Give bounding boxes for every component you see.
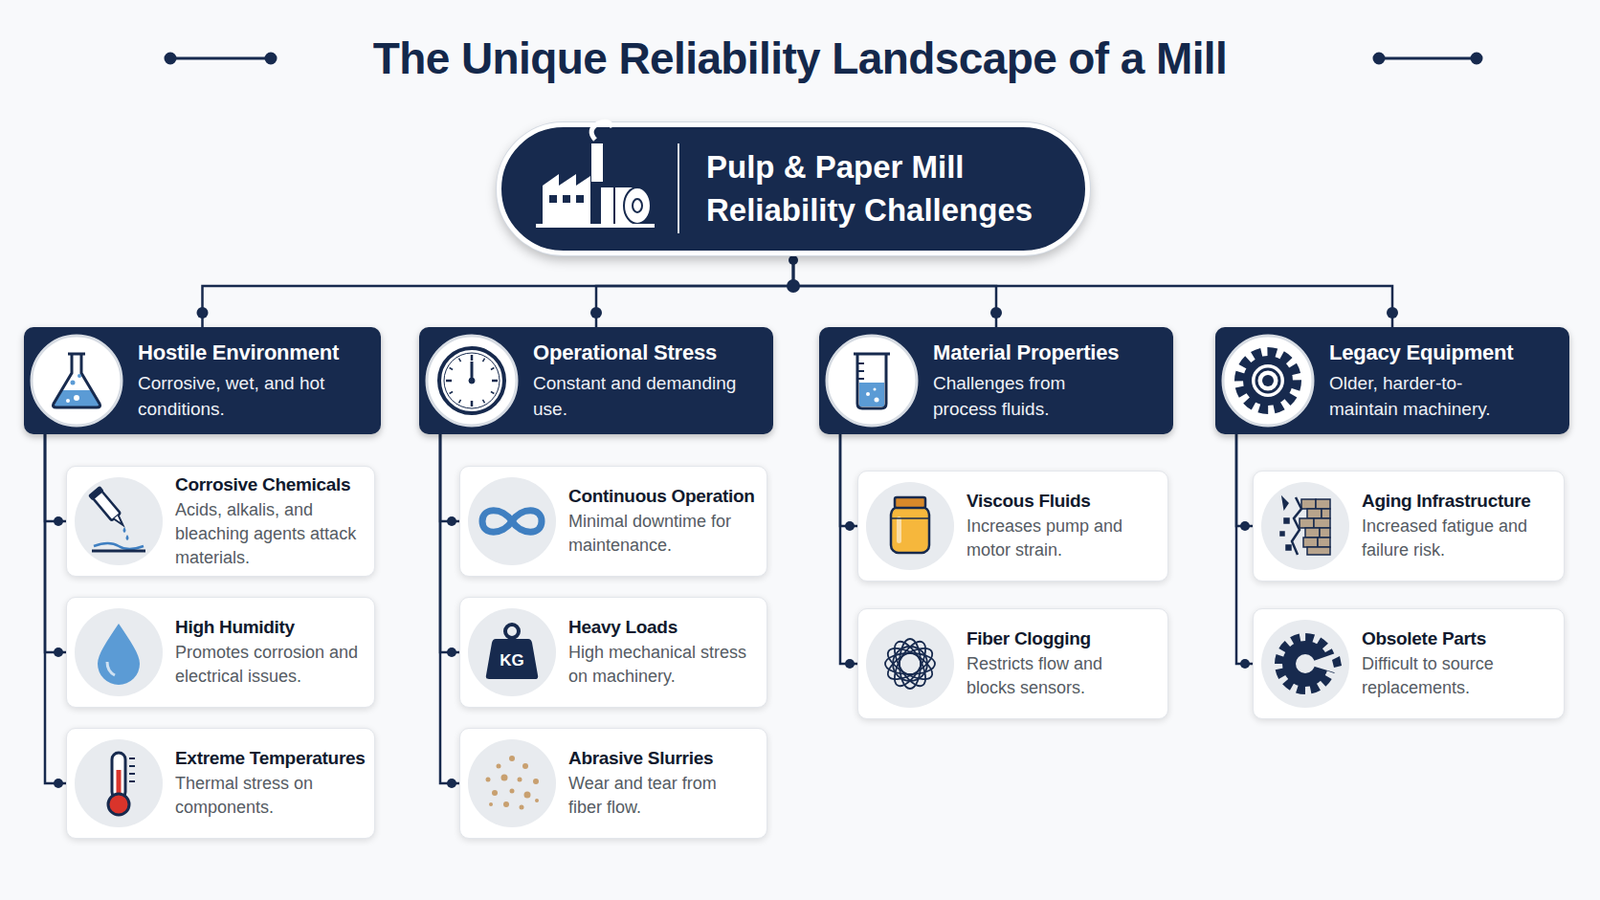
box-heading: Hostile Environment	[137, 339, 368, 367]
box-description: Restricts flow and blocks sensors.	[966, 652, 1144, 701]
item-box: Aging InfrastructureIncreased fatigue an…	[1252, 470, 1565, 582]
box-description: Challenges from process fluids.	[933, 370, 1125, 423]
connector-line	[202, 255, 795, 328]
connector-line	[440, 434, 460, 522]
box-description: Thermal stress on components.	[175, 772, 367, 821]
text-column: Pulp & Paper Mill Reliability Challenges	[706, 127, 1070, 251]
text-column: Obsolete PartsDifficult to source replac…	[1361, 609, 1554, 719]
item-box: High HumidityPromotes corrosion and elec…	[66, 597, 376, 709]
box-heading: Corrosive Chemicals	[175, 473, 367, 497]
text-column: Material PropertiesChallenges from proce…	[933, 327, 1125, 435]
box-heading: Operational Stress	[533, 339, 763, 367]
text-column: Heavy LoadsHigh mechanical stress on mac…	[568, 598, 760, 708]
connector-line	[1236, 434, 1253, 527]
item-box: Extreme TemperaturesThermal stress on co…	[66, 728, 376, 840]
junction-dot	[53, 516, 64, 527]
box-heading: Abrasive Slurries	[568, 747, 741, 771]
connector-line	[793, 255, 1393, 328]
junction-dot	[446, 516, 457, 527]
box-heading: High Humidity	[175, 616, 367, 640]
box-heading: Material Properties	[933, 339, 1125, 367]
title-rule	[1471, 53, 1482, 64]
box-heading: Continuous Operation	[568, 485, 760, 509]
box-description: Promotes corrosion and electrical issues…	[175, 641, 367, 689]
junction-dot	[590, 307, 602, 319]
connector-line	[440, 434, 460, 784]
connector-line	[793, 255, 997, 328]
box-description: Minimal downtime for maintenance.	[568, 510, 760, 558]
box-description: Older, harder-to-maintain machinery.	[1329, 370, 1521, 423]
text-column: Fiber CloggingRestricts flow and blocks …	[966, 609, 1144, 719]
title-rule	[1378, 57, 1477, 61]
junction-dot	[990, 307, 1002, 319]
junction-dot	[844, 659, 855, 669]
connector-line	[44, 434, 67, 784]
junction-dot	[53, 647, 64, 658]
box-heading: Heavy Loads	[568, 616, 760, 640]
item-box: Obsolete PartsDifficult to source replac…	[1252, 608, 1565, 720]
connector-line	[44, 434, 67, 522]
connector-line	[44, 434, 67, 653]
junction-dot	[197, 307, 209, 319]
junction-dot	[844, 521, 855, 532]
text-column: Extreme TemperaturesThermal stress on co…	[175, 729, 367, 839]
box-description: High mechanical stress on machinery.	[568, 641, 760, 689]
box-description: Increases pump and motor strain.	[966, 514, 1158, 563]
junction-dot	[1240, 659, 1250, 669]
box-heading: Legacy Equipment	[1329, 339, 1521, 367]
item-box: Continuous OperationMinimal downtime for…	[459, 466, 768, 578]
title-rule	[165, 53, 176, 64]
category-box: Hostile EnvironmentCorrosive, wet, and h…	[23, 327, 381, 435]
connector-line	[1236, 434, 1253, 665]
category-box: Legacy EquipmentOlder, harder-to-maintai…	[1215, 327, 1570, 435]
item-box: Abrasive SlurriesWear and tear from fibe…	[459, 728, 768, 840]
title-rule	[266, 53, 276, 64]
connector-line	[840, 434, 858, 665]
junction-dot	[53, 778, 64, 789]
connector-line	[440, 434, 460, 653]
item-box: Fiber CloggingRestricts flow and blocks …	[857, 608, 1169, 720]
junction-dot	[446, 778, 457, 789]
junction-dot	[446, 647, 457, 658]
item-box: Corrosive ChemicalsAcids, alkalis, and b…	[66, 466, 376, 578]
item-box: Heavy LoadsHigh mechanical stress on mac…	[459, 597, 768, 709]
item-box: Viscous FluidsIncreases pump and motor s…	[857, 470, 1169, 582]
junction-dot	[1386, 307, 1399, 319]
text-column: Aging InfrastructureIncreased fatigue an…	[1361, 471, 1554, 581]
text-column: Continuous OperationMinimal downtime for…	[568, 466, 760, 577]
box-heading: Aging Infrastructure	[1361, 489, 1554, 513]
box-heading: Obsolete Parts	[1361, 627, 1554, 651]
junction-dot	[1240, 521, 1250, 532]
category-box: Operational StressConstant and demanding…	[419, 327, 774, 435]
text-column: Abrasive SlurriesWear and tear from fibe…	[568, 729, 741, 839]
box-description: Acids, alkalis, and bleaching agents att…	[175, 498, 367, 571]
diagram-title: The Unique Reliability Landscape of a Mi…	[0, 31, 1600, 86]
box-heading: Fiber Clogging	[966, 627, 1144, 651]
text-column: Legacy EquipmentOlder, harder-to-maintai…	[1329, 327, 1521, 435]
box-description: Corrosive, wet, and hot conditions.	[137, 370, 368, 423]
junction-dot	[788, 255, 799, 266]
connector-line	[596, 255, 794, 328]
text-column: Viscous FluidsIncreases pump and motor s…	[966, 471, 1158, 581]
junction-dot	[786, 279, 800, 293]
box-heading: Pulp & Paper Mill Reliability Challenges	[706, 146, 1070, 232]
box-description: Increased fatigue and failure risk.	[1361, 514, 1554, 563]
title-rule	[1374, 53, 1384, 64]
box-description: Constant and demanding use.	[533, 370, 763, 423]
box-description: Wear and tear from fiber flow.	[568, 772, 741, 821]
connector-line	[840, 434, 858, 527]
text-column: High HumidityPromotes corrosion and elec…	[175, 598, 367, 708]
text-column: Corrosive ChemicalsAcids, alkalis, and b…	[175, 466, 367, 577]
root-box: Pulp & Paper Mill Reliability Challenges	[496, 122, 1090, 256]
title-rule	[170, 57, 271, 61]
box-heading: Viscous Fluids	[966, 489, 1158, 513]
box-heading: Extreme Temperatures	[175, 747, 367, 771]
category-box: Material PropertiesChallenges from proce…	[819, 327, 1174, 435]
text-column: Hostile EnvironmentCorrosive, wet, and h…	[137, 327, 368, 435]
text-column: Operational StressConstant and demanding…	[533, 327, 763, 435]
box-description: Difficult to source replacements.	[1361, 652, 1554, 701]
